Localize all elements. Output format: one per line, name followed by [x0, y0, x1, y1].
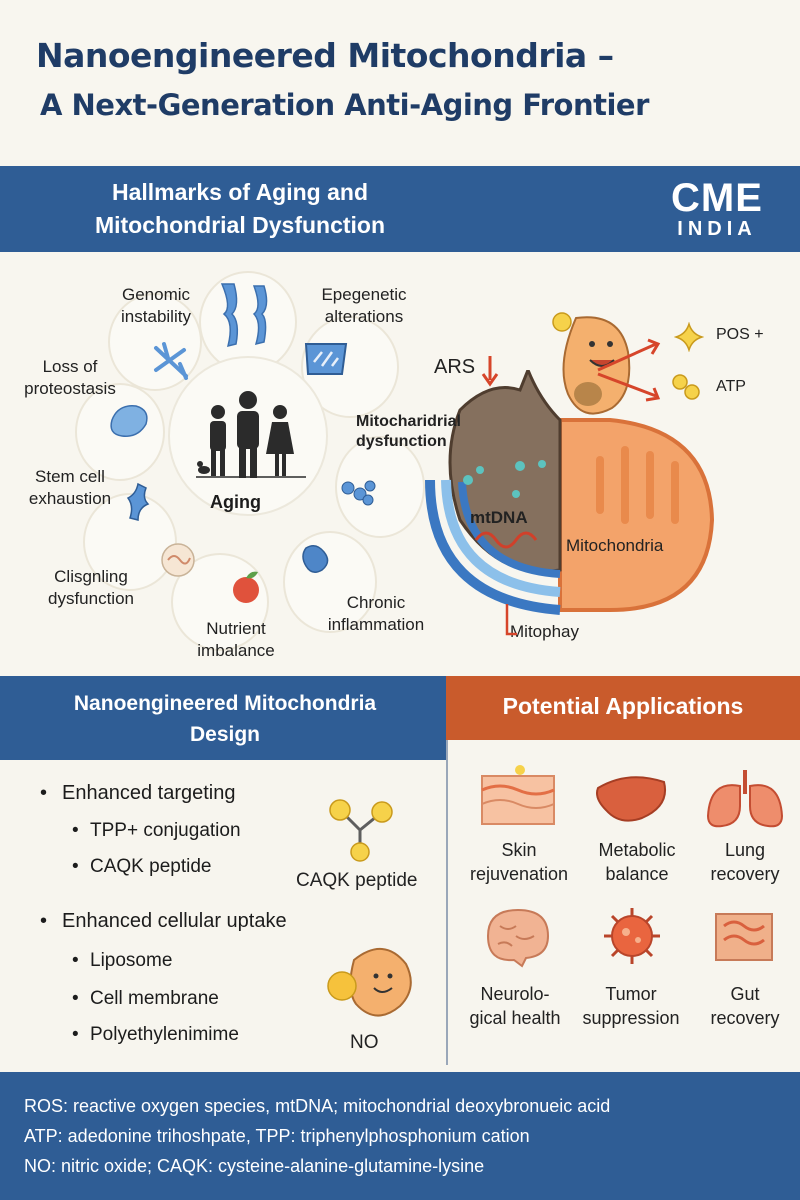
section-header-applications: Potential Applications: [446, 676, 800, 740]
caqk-molecule-icon: [329, 799, 393, 862]
footer-line-2: ATP: adedonine trihoshpate, TPP: triphen…: [24, 1126, 530, 1146]
design-item-caqk-peptide: CAQK peptide: [72, 856, 212, 878]
design-item-tpp-conjugation: TPP+ conjugation: [72, 820, 240, 842]
caqk-peptide-label: CAQK peptide: [296, 870, 418, 891]
aging-label: Aging: [210, 492, 261, 512]
section-header-design: Nanoengineered Mitochondria Design: [0, 676, 446, 760]
immune-cell-icon: [302, 545, 329, 573]
abbreviations-footer: ROS: reactive oxygen species, mtDNA; mit…: [0, 1072, 800, 1200]
section-header-hallmarks: Hallmarks of Aging and Mitochondrial Dys…: [0, 166, 800, 252]
family-icon: [196, 391, 306, 478]
application-gut-recovery: Gut recovery: [710, 984, 780, 1028]
hallmark-chronic-inflammation: Chronic inflammation: [327, 593, 425, 634]
mitochondria-label: Mitochondria: [566, 536, 664, 555]
section-title-line1: Hallmarks of Aging and: [111, 179, 369, 205]
logo-sub-text: INDIA: [677, 218, 757, 240]
hallmark-loss-of-proteostasis: Loss of proteostasis: [24, 357, 116, 398]
page-title-line2: A Next-Generation Anti-Aging Frontier: [40, 88, 649, 122]
mitophagy-label: Mitophay: [510, 622, 579, 641]
bean-character-icon: [552, 312, 631, 415]
page-title-line1: Nanoengineered Mitochondria –: [36, 36, 614, 75]
no-character-icon: [327, 947, 412, 1017]
application-metabolic-balance: Metabolic balance: [598, 840, 676, 884]
atp-molecule-icon: [672, 374, 700, 400]
application-lung-recovery: Lung recovery: [710, 840, 780, 884]
footer-line-3: NO: nitric oxide; CAQK: cysteine-alanine…: [24, 1156, 485, 1176]
output-arrows: [597, 338, 661, 402]
mitochondrion-diagram: [425, 370, 715, 615]
no-label: NO: [350, 1032, 379, 1053]
cell-signal-icon: [161, 543, 195, 577]
hallmark-epigenetic-alterations: Epegenetic alterations: [321, 285, 407, 326]
mitophagy-marker: [505, 604, 517, 636]
protein-blob-icon: [110, 405, 148, 437]
logo-main-text: CME: [671, 176, 763, 220]
design-group-targeting: Enhanced targeting: [40, 782, 236, 805]
footer-line-1: ROS: reactive oxygen species, mtDNA; mit…: [24, 1096, 611, 1116]
section-title-applications: Potential Applications: [502, 693, 744, 719]
stem-cell-icon: [126, 482, 150, 521]
title-block: Nanoengineered Mitochondria – A Next-Gen…: [0, 0, 800, 160]
mtdna-label: mtDNA: [470, 508, 528, 527]
ros-sparkle-icon: [674, 322, 704, 352]
cme-india-logo: CME INDIA: [662, 178, 772, 240]
application-tumor-suppression: Tumor suppression: [582, 984, 680, 1028]
liver-icon: [596, 776, 666, 822]
epigenetic-icon: [304, 343, 348, 375]
application-skin-rejuvenation: Skin rejuvenation: [469, 840, 569, 884]
skin-icon: [481, 765, 555, 825]
apple-icon: [233, 571, 259, 603]
inflammation-cells-icon: [341, 480, 376, 506]
design-group-uptake: Enhanced cellular uptake: [40, 910, 287, 933]
gut-icon: [715, 913, 773, 961]
dna-fragment-icon: [154, 342, 188, 380]
design-item-polyethylenimine: Polyethylenimime: [72, 1024, 239, 1046]
section-title-hallmarks: Hallmarks of Aging and Mitochondrial Dys…: [50, 176, 430, 242]
hallmark-genomic-instability: Genomic instability: [121, 285, 191, 326]
design-item-cell-membrane: Cell membrane: [72, 988, 219, 1010]
section-title-line2: Mitochondrial Dysfunction: [94, 212, 386, 238]
hallmark-stem-cell-exhaustion: Stem cell exhaustion: [28, 467, 112, 508]
mitochondrial-dysfunction-label: Mitocharidrial dysfunction: [356, 413, 461, 450]
down-arrow-icon: [481, 356, 499, 387]
pos-label: POS +: [716, 326, 764, 343]
tumor-cell-icon: [604, 908, 660, 964]
section-title-design: Nanoengineered Mitochondria Design: [73, 692, 377, 746]
application-neurological-health: Neurolo- gical health: [469, 984, 561, 1028]
brain-icon: [486, 908, 550, 968]
hallmark-nutrient-imbalance: Nutrient imbalance: [197, 619, 275, 660]
ars-label: ARS: [434, 356, 476, 378]
atp-label: ATP: [716, 378, 746, 395]
lungs-icon: [706, 770, 784, 828]
hallmark-signaling-dysfunction: Clisgnling dysfunction: [48, 567, 134, 608]
column-divider: [446, 740, 448, 1065]
chromosome-icon: [220, 283, 268, 348]
design-item-liposome: Liposome: [72, 950, 172, 972]
